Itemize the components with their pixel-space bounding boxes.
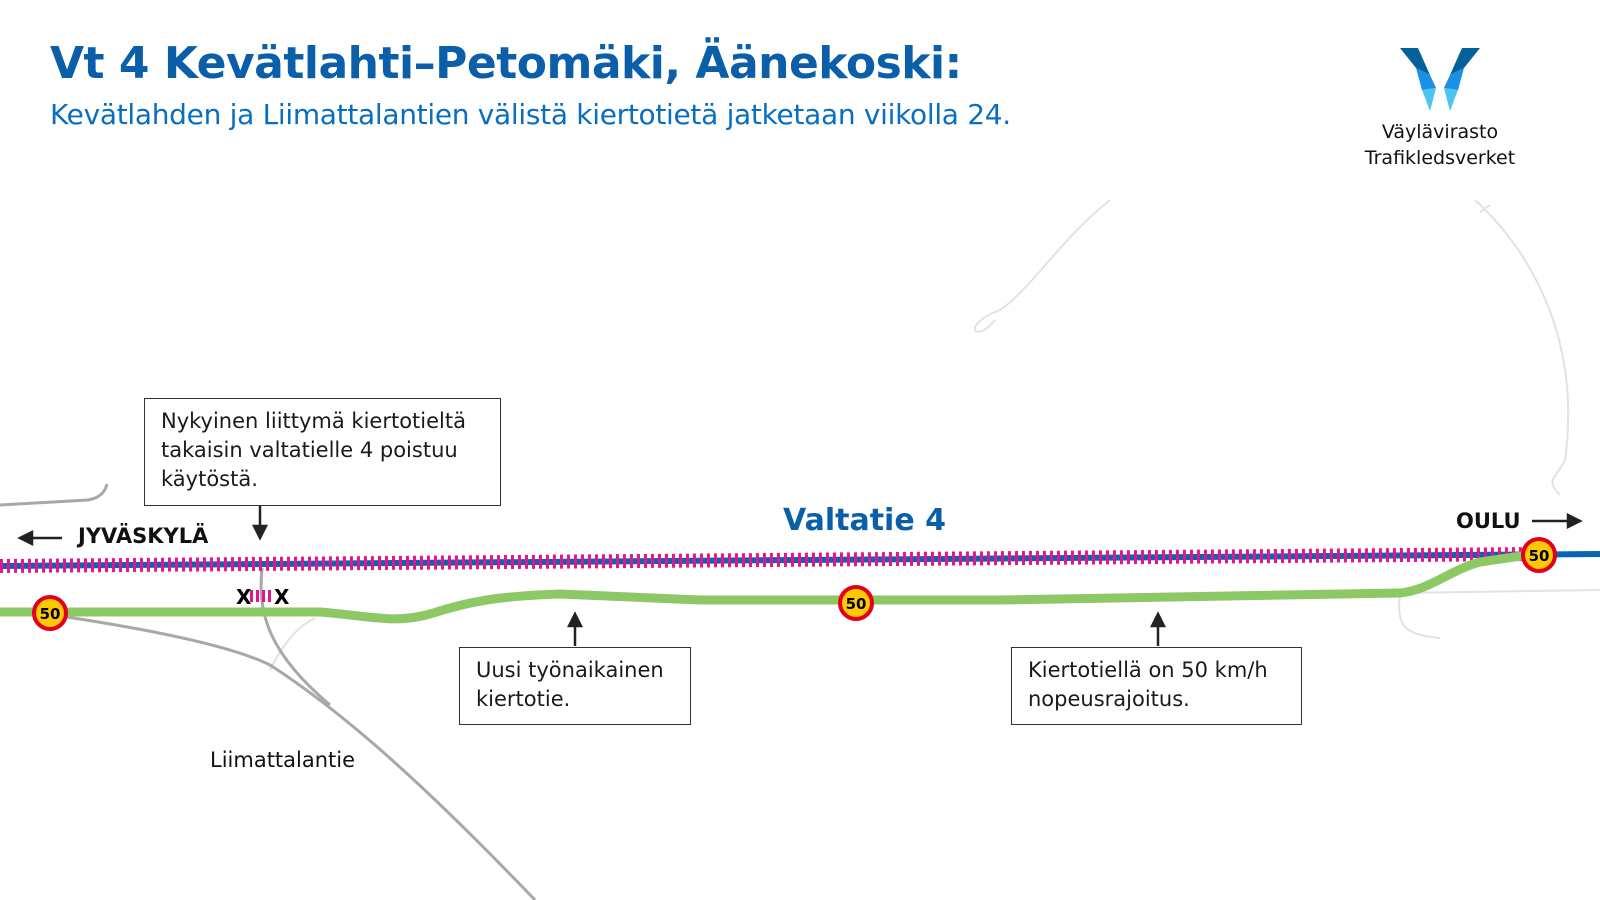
- speed-sign: 50: [1521, 537, 1557, 573]
- page-subtitle: Kevätlahden ja Liimattalantien välistä k…: [50, 98, 1011, 131]
- logo-text-fi: Väylävirasto: [1381, 121, 1499, 143]
- side-road-label: Liimattalantie: [210, 748, 356, 772]
- svg-text:50: 50: [846, 595, 867, 613]
- liimattalantie-road: [259, 567, 331, 707]
- minor-roads: [0, 483, 537, 900]
- svg-text:50: 50: [40, 605, 61, 623]
- arrow-left-head: [17, 529, 34, 547]
- v-logo-icon: [1400, 48, 1480, 111]
- logo-text-sv: Trafikledsverket: [1364, 147, 1516, 169]
- closed-x-right: X: [274, 585, 290, 609]
- svg-text:50: 50: [1529, 547, 1550, 565]
- direction-oulu: OULU: [1456, 509, 1521, 533]
- callout-detour: Uusi työnaikainen kiertotie.: [459, 647, 691, 725]
- direction-jyvaskyla: JYVÄSKYLÄ: [78, 524, 209, 548]
- callout-junction: Nykyinen liittymä kiertotieltä takaisin …: [144, 398, 501, 506]
- speed-sign: 50: [32, 595, 68, 631]
- closed-x-left: X: [236, 585, 252, 609]
- callout-speed: Kiertotiellä on 50 km/h nopeusrajoitus.: [1011, 647, 1302, 725]
- vaylavirasto-logo: Väylävirasto Trafikledsverket: [1355, 45, 1525, 171]
- page-title: Vt 4 Kevätlahti–Petomäki, Äänekoski:: [50, 38, 962, 89]
- detour-road: [0, 549, 1536, 624]
- speed-sign: 50: [838, 585, 874, 621]
- background-roads: [269, 199, 1600, 671]
- arrows: [17, 506, 1583, 646]
- road-name-label: Valtatie 4: [783, 503, 946, 538]
